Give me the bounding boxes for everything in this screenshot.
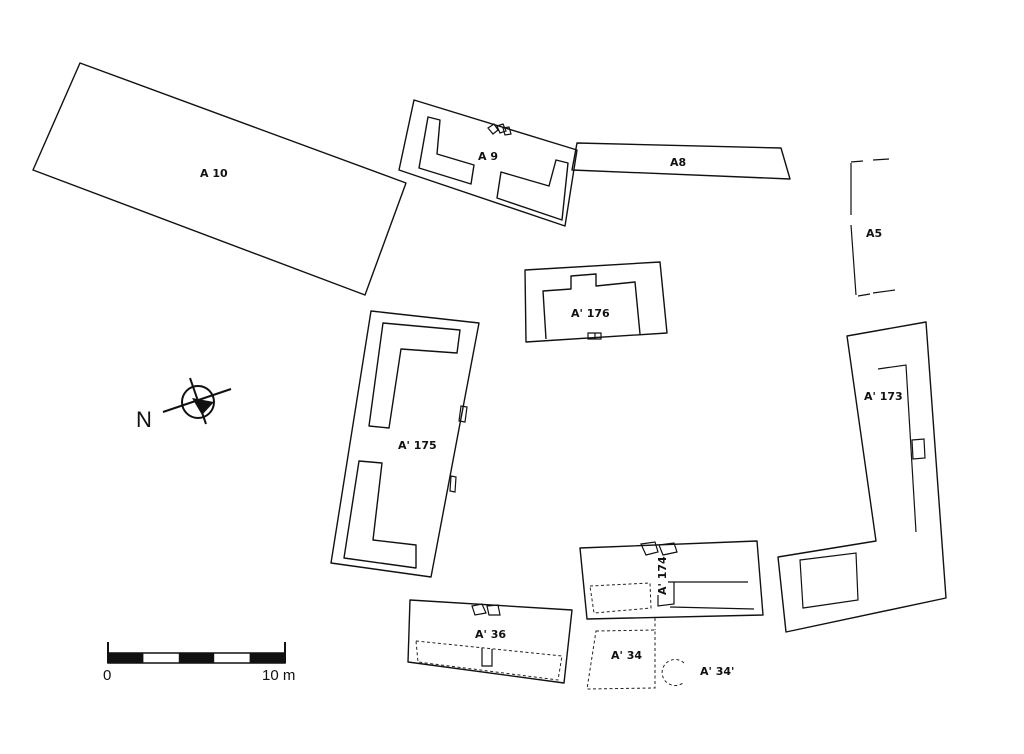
building-a10: A 10 — [32, 62, 407, 296]
scale-bar — [107, 642, 286, 664]
building-a176: A' 176 — [524, 261, 668, 343]
building-a173: A' 173 — [777, 321, 947, 633]
building-a174: A' 174 — [579, 540, 764, 620]
label-a9: A 9 — [478, 150, 498, 163]
building-a9: A 9 — [398, 99, 578, 227]
label-a174: A' 174 — [656, 556, 669, 595]
label-a34-prime: A' 34' — [700, 665, 734, 678]
label-a176: A' 176 — [571, 307, 610, 320]
label-a34: A' 34 — [611, 649, 642, 662]
label-a10: A 10 — [200, 167, 228, 180]
label-a5: A5 — [866, 227, 882, 240]
building-a36: A' 36 — [407, 599, 573, 684]
scale-start-label: 0 — [103, 667, 111, 684]
label-a173: A' 173 — [864, 390, 903, 403]
label-a8: A8 — [670, 156, 686, 169]
scale-end-label: 10 m — [262, 667, 295, 684]
label-a36: A' 36 — [475, 628, 506, 641]
building-a34-prime: A' 34' — [661, 659, 734, 686]
building-a34: A' 34 — [586, 618, 656, 690]
label-a175: A' 175 — [398, 439, 437, 452]
building-a8: A8 — [571, 142, 791, 180]
building-a5: A5 — [850, 158, 896, 297]
building-a175: A' 175 — [330, 310, 480, 578]
north-label: N — [136, 407, 152, 432]
north-arrow-icon — [162, 377, 232, 425]
